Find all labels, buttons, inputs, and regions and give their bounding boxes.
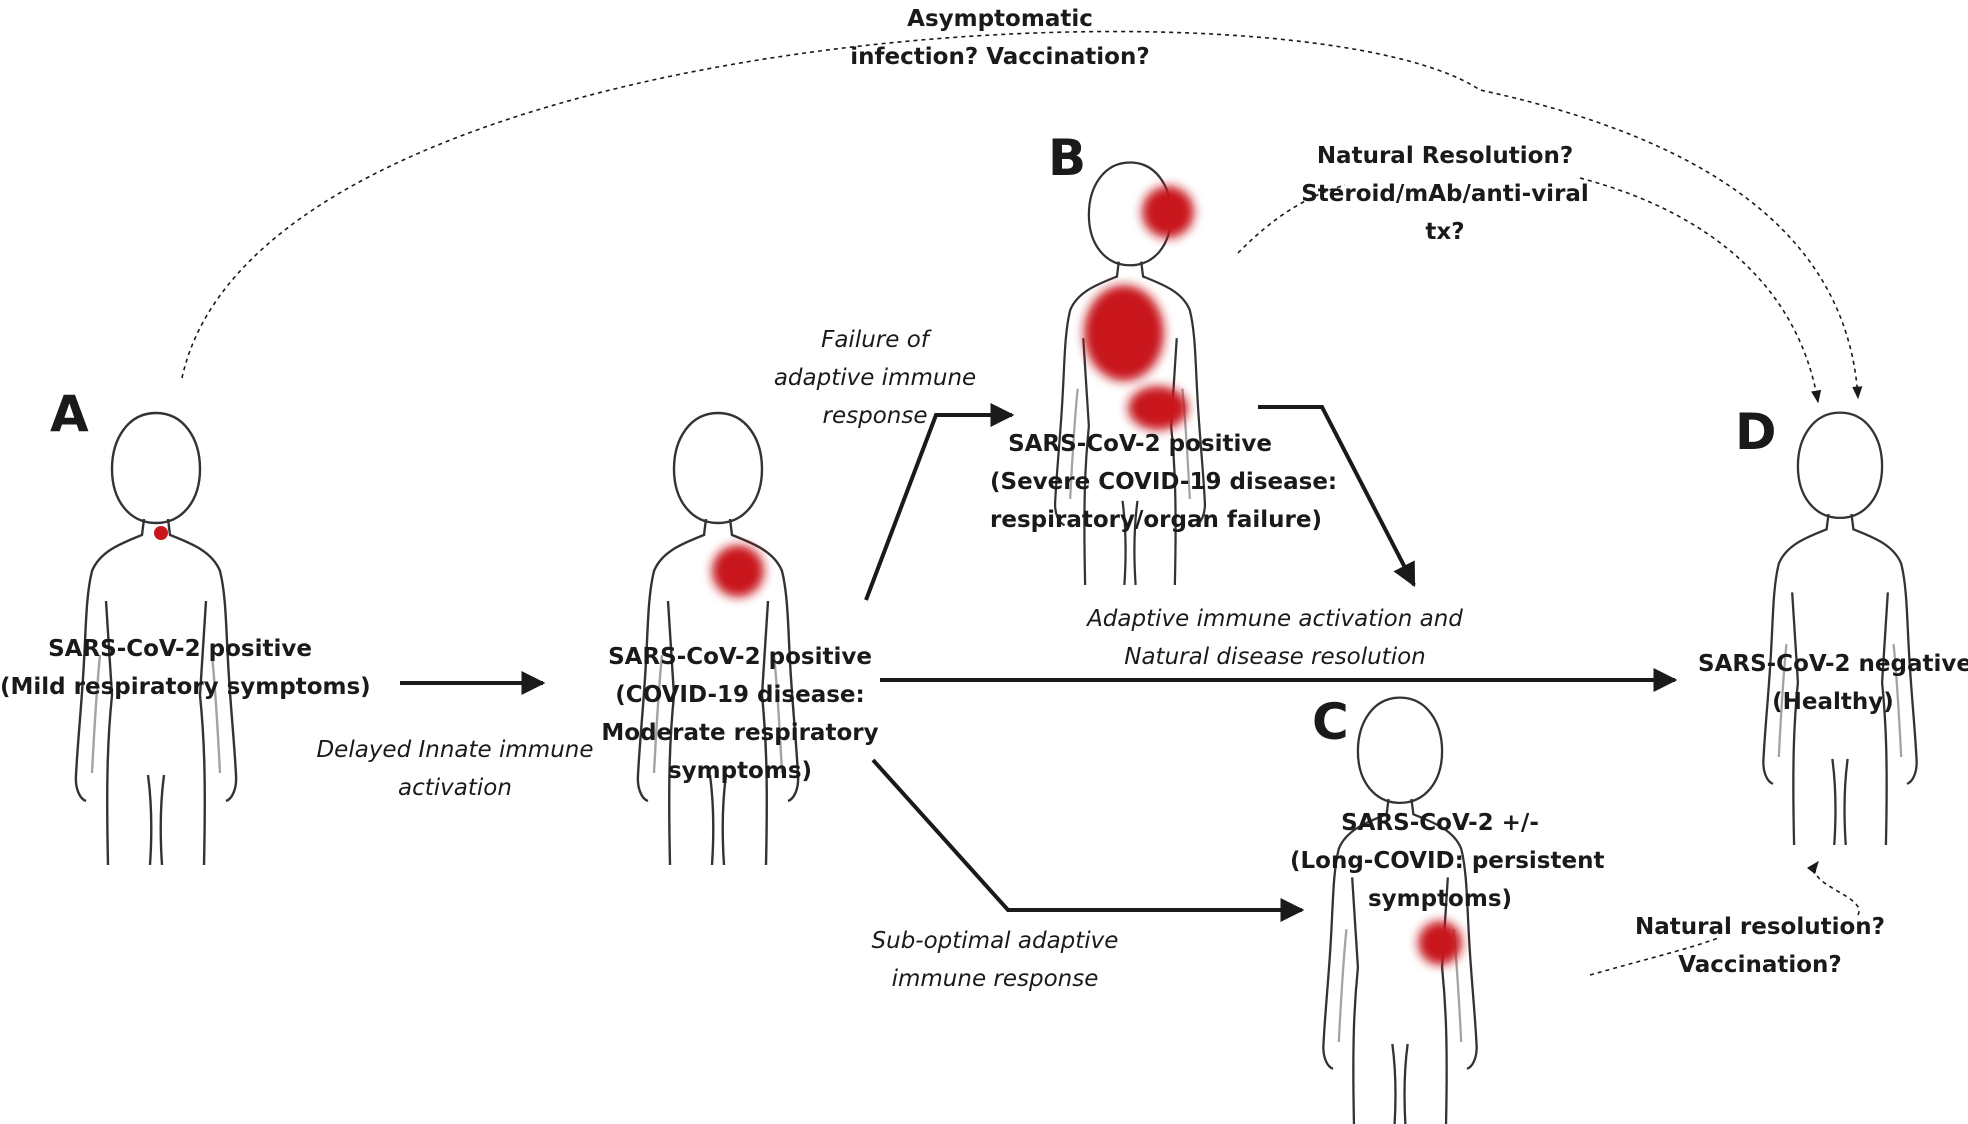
natural-resolution-b-label: Natural Resolution? Steroid/mAb/anti-vir…	[1300, 137, 1590, 251]
arrow-b-to-resolution	[1258, 405, 1416, 588]
stage-moderate-line4: symptoms)	[667, 758, 813, 784]
asymptomatic-line1: Asymptomatic	[907, 6, 1093, 32]
stage-b-line2: (Severe COVID-19 disease:	[990, 469, 1338, 495]
stage-moderate-line1: SARS-CoV-2 positive	[608, 644, 872, 670]
natural-resolution-b-line1: Natural Resolution?	[1316, 143, 1574, 169]
suboptimal-line2: immune response	[891, 966, 1099, 992]
dashed-arrow-b-to-d	[1579, 177, 1822, 404]
delayed-innate-line2: activation	[398, 775, 512, 801]
delayed-innate-label: Delayed Innate immune activation	[305, 731, 605, 807]
arrow-moderate-to-c	[871, 758, 1305, 922]
natural-resolution-c-line2: Vaccination?	[1678, 952, 1842, 978]
adaptive-activation-line2: Natural disease resolution	[1124, 644, 1426, 670]
stage-moderate-line3: Moderate respiratory	[601, 720, 879, 746]
stage-b-letter: B	[1048, 129, 1087, 187]
natural-resolution-b-line3: tx?	[1425, 219, 1465, 245]
arrow-moderate-to-b	[864, 403, 1015, 601]
adaptive-activation-line1: Adaptive immune activation and	[1087, 606, 1463, 632]
failure-label: Failure of adaptive immune response	[755, 321, 995, 435]
natural-resolution-c-label: Natural resolution? Vaccination?	[1620, 908, 1900, 984]
suboptimal-line1: Sub-optimal adaptive	[871, 928, 1119, 954]
lesion-abdomen-b	[1128, 386, 1188, 430]
stage-c-line2: (Long-COVID: persistent	[1290, 848, 1605, 874]
natural-resolution-c-line1: Natural resolution?	[1635, 914, 1885, 940]
stage-d-letter: D	[1735, 403, 1777, 461]
stage-moderate-line2: (COVID-19 disease:	[615, 682, 865, 708]
stage-d-line2: (Healthy)	[1772, 689, 1894, 715]
dashed-arrow-c-to-d	[1806, 860, 1860, 916]
failure-line3: response	[822, 403, 928, 429]
lesion-lung-b	[1084, 285, 1164, 381]
person-d-figure	[1762, 411, 1918, 845]
adaptive-activation-label: Adaptive immune activation and Natural d…	[1055, 600, 1495, 676]
lesion-chest-c	[1418, 921, 1462, 965]
failure-line1: Failure of	[821, 327, 929, 353]
lesion-throat	[154, 526, 168, 540]
stage-a-letter: A	[50, 385, 89, 443]
dashed-line-c-resolution	[1589, 937, 1719, 976]
failure-line2: adaptive immune	[773, 365, 977, 391]
lesion-head-b	[1142, 186, 1194, 238]
suboptimal-label: Sub-optimal adaptive immune response	[850, 922, 1140, 998]
stage-b-line1: SARS-CoV-2 positive	[1008, 431, 1272, 457]
asymptomatic-label: Asymptomatic infection? Vaccination?	[850, 0, 1150, 76]
stage-d-line1: SARS-CoV-2 negative	[1698, 651, 1968, 677]
stage-a-line1: SARS-CoV-2 positive	[48, 636, 312, 662]
dashed-arrow-asymptomatic	[181, 30, 1863, 400]
lesion-chest-moderate	[712, 545, 764, 597]
stage-d-label: SARS-CoV-2 negative (Healthy)	[1698, 645, 1968, 721]
stage-c-line3: symptoms)	[1367, 886, 1513, 912]
dashed-line-b-resolution	[1237, 184, 1346, 254]
stage-b-label: SARS-CoV-2 positive (Severe COVID-19 dis…	[990, 425, 1338, 539]
stage-c-letter: C	[1312, 693, 1349, 751]
stage-moderate-label: SARS-CoV-2 positive (COVID-19 disease: M…	[590, 638, 890, 790]
stage-c-line1: SARS-CoV-2 +/-	[1341, 810, 1539, 836]
stage-b-line3: respiratory/organ failure)	[990, 507, 1323, 533]
delayed-innate-line1: Delayed Innate immune	[316, 737, 594, 763]
stage-a-label: SARS-CoV-2 positive (Mild respiratory sy…	[0, 630, 371, 706]
stage-c-label: SARS-CoV-2 +/- (Long-COVID: persistent s…	[1290, 804, 1605, 918]
natural-resolution-b-line2: Steroid/mAb/anti-viral	[1301, 181, 1589, 207]
stage-a-line2: (Mild respiratory symptoms)	[0, 674, 371, 700]
asymptomatic-line2: infection? Vaccination?	[850, 44, 1150, 70]
